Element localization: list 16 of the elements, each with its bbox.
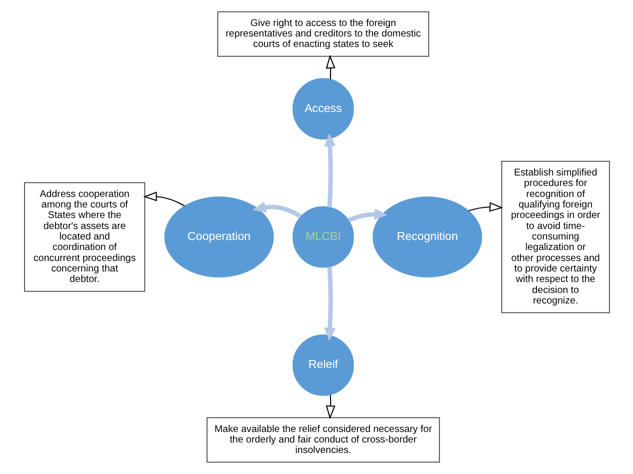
arrow [324, 133, 336, 208]
arrow [348, 208, 388, 222]
node-box: Give right to access to the foreign representatives and creditors to the domestic courts of enacting states to seek [216, 11, 429, 57]
node-circle: MLCBI [292, 206, 354, 268]
arrow [324, 266, 336, 341]
node-circle: Access [292, 78, 354, 140]
node-ellipse: Cooperation [164, 196, 274, 278]
node-box: Address cooperation among the courts of States where the debtor's assets are located and coordination of concurrent proceedings concerning that debtor. [24, 182, 145, 292]
node-box: Make available the relief considered necessary for the orderly and fair conduct of cross-border insolvencies. [206, 417, 440, 463]
node-box: Establish simplified procedures for recognition of qualifying foreign proceedings in order to avoid time-consuming legalization or other processes and to provide certainty with respect to the decision to recognize. [500, 160, 610, 314]
arrow [142, 192, 184, 206]
arrow [468, 202, 503, 212]
arrow [325, 54, 335, 80]
arrow [252, 202, 302, 218]
arrow [325, 394, 335, 420]
node-circle: Releif [292, 334, 354, 396]
